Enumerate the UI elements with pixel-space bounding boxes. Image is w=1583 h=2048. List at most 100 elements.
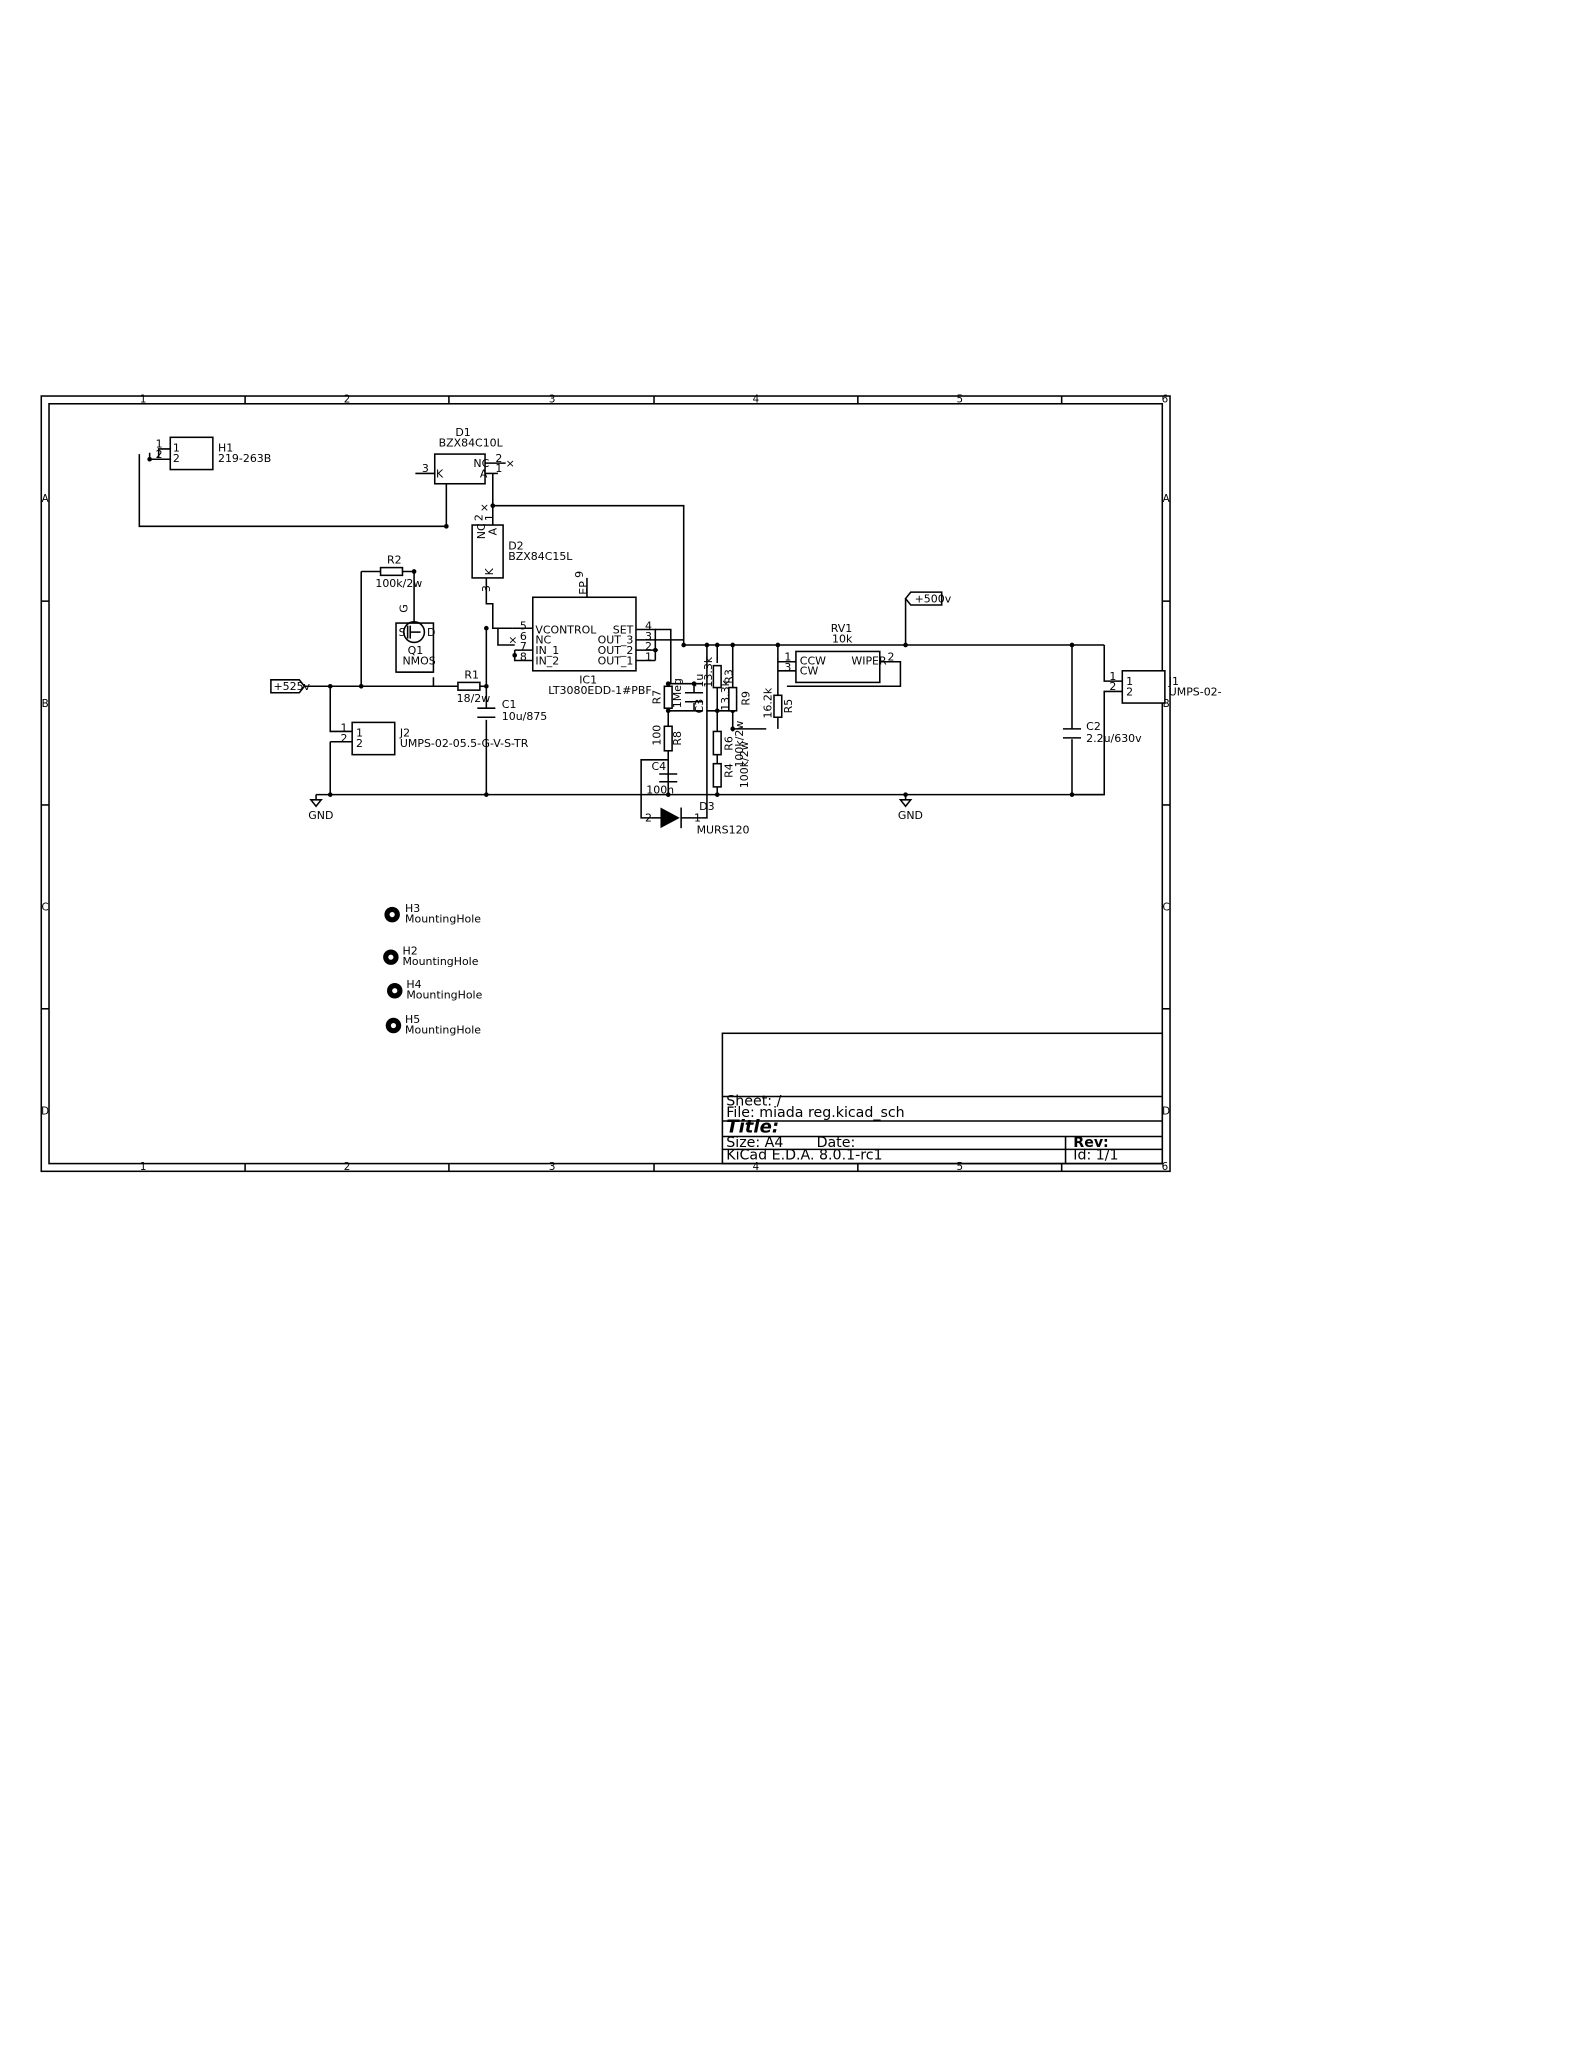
c1-capacitor[interactable]: C1 10u/875 [477,698,547,723]
r8-resistor[interactable]: 100 R8 [650,725,684,752]
ic1-value: LT3080EDD-1#PBF [548,684,651,697]
ic1-pin-num: 6 [520,630,527,643]
c3-capacitor[interactable]: C3 1u [684,674,706,714]
rv1-value: 10k [832,632,853,645]
r5-resistor[interactable]: 16.2k R5 [761,687,795,718]
r8-value: 100 [650,725,663,746]
col-label-top: 3 [549,393,556,405]
col-label-top: 5 [956,393,963,405]
r4-resistor[interactable]: R4 100k/2w [712,741,751,788]
c2-ref: C2 [1086,720,1101,733]
h1-pin2-name: 2 [173,452,180,465]
j2-connector[interactable]: 1 2 1 2 J2 UMPS-02-05.5-G-V-S-TR [341,721,529,756]
c4-value: 100n [646,783,674,796]
mounting-hole-h2[interactable]: H2 MountingHole [383,945,479,968]
q1-pin-s: S [399,626,406,639]
net-label-500v-text: +500v [915,592,952,605]
h3-value: MountingHole [405,912,481,925]
ic1-pin-name: NC [535,634,551,647]
r8-ref: R8 [671,731,684,746]
no-connect-mark: × [508,634,517,647]
r1-resistor[interactable]: R1 18/2w [457,669,491,705]
mounting-hole-h3[interactable]: H3 MountingHole [384,902,481,925]
h1-pin1-name: 1 [173,442,180,455]
r6-value: 100k/2w [733,721,746,768]
h2-ref: H2 [402,945,417,958]
d2-pin2-num: 2 [472,514,485,521]
d2-ref: D2 [508,540,523,553]
j1-value: UMPS-02- [1169,685,1222,698]
d1-zener[interactable]: D1 BZX84C10L NC K A 3 2 1 × [422,426,515,485]
junction-dots [147,456,1075,797]
title-block-id: Id: 1/1 [1073,1148,1118,1164]
row-label-left: D [41,1106,49,1118]
rv1-pin3-num: 3 [784,661,791,674]
ic1-pin-num: 5 [520,620,527,633]
h4-ref: H4 [406,978,421,991]
c2-value: 2.2u/630v [1086,732,1142,745]
col-label-top: 1 [140,393,147,405]
r3-resistor[interactable]: 13.3k R3 [702,656,736,689]
mounting-hole-h4[interactable]: H4 MountingHole [387,978,483,1001]
net-label-525v[interactable]: +525v [270,679,311,694]
d3-ref: D3 [699,800,714,813]
j2-pin2-name: 2 [356,737,363,750]
title-block-tool: KiCad E.D.A. 8.0.1-rc1 [726,1148,882,1164]
r6-ref: R6 [723,736,736,751]
rv1-pin1-num: 1 [784,650,791,663]
q1-nmos[interactable]: G S D Q1 NMOS [395,604,436,673]
c3-ref: C3 [693,699,706,714]
h3-ref: H3 [405,902,420,915]
h2-value: MountingHole [402,955,478,968]
ic1-pin-name: IN_1 [535,644,559,657]
gnd-symbol: GND [898,794,923,822]
r6-resistor[interactable]: R6 100k/2w [712,721,746,768]
d1-pin2-num: 2 [495,452,502,465]
rv1-potentiometer[interactable]: RV1 10k CCW CW WIPER 1 3 2 [784,622,895,684]
ic1-regulator[interactable]: EP 9 VCONTROL NC IN_1 IN_2 5 6 7 8 SET O… [508,571,652,697]
ic1-pin-name: OUT_3 [598,634,634,647]
d3-value: MURS120 [697,823,750,836]
c4-capacitor[interactable]: C4 100n [646,760,678,796]
rv1-pin2-num: 2 [888,650,895,663]
d2-value: BZX84C15L [508,550,573,563]
d2-pin-k: K [483,567,496,575]
title-block-title: Title: [726,1117,779,1138]
j1-connector[interactable]: 1 2 1 2 J1 UMPS-02- [1109,670,1222,704]
row-label-right: A [1163,493,1170,505]
rv1-pin-ccw: CCW [800,654,826,667]
ic1-pin-name: SET [613,623,634,636]
title-block-size: Size: A4 [726,1135,783,1151]
c1-ref: C1 [502,698,517,711]
col-label-bottom: 2 [344,1161,351,1173]
h1-value: 219-263B [218,452,271,465]
rv1-pin-wiper: WIPER [851,654,887,667]
d1-pin-a: A [480,467,488,480]
gnd-label: GND [308,809,333,822]
c2-capacitor[interactable]: C2 2.2u/630v [1062,720,1142,745]
j2-value: UMPS-02-05.5-G-V-S-TR [400,737,529,750]
h1-connector[interactable]: 1 2 1 2 H1 219-263B [156,436,272,471]
title-block: Sheet: / File: miada reg.kicad_sch Title… [721,1032,1164,1165]
col-label-top: 4 [753,393,760,405]
ic1-pin-name: OUT_2 [598,644,634,657]
ic1-ep-num: 9 [573,571,586,578]
d3-diode[interactable]: 2 1 D3 MURS120 [645,800,750,836]
rv1-ref: RV1 [831,622,852,635]
ic1-pin-num: 8 [520,650,527,663]
ic1-pin-name: OUT_1 [598,654,634,667]
gnd-symbol: GND [308,794,333,822]
r2-resistor[interactable]: R2 100k/2w [375,554,422,590]
net-label-500v[interactable]: +500v [904,591,952,606]
r3-value: 13.3k [702,656,715,687]
ic1-pin-ep: EP [577,581,590,595]
r1-ref: R1 [464,669,479,682]
r9-resistor[interactable]: 13.3k R9 [719,679,753,712]
d2-zener[interactable]: D2 BZX84C15L NC A K 2 1 3 × [471,501,573,592]
c1-value: 10u/875 [502,710,548,723]
r7-resistor[interactable]: R7 1Meg [650,678,684,709]
mounting-hole-h5[interactable]: H5 MountingHole [385,1013,482,1036]
gnd-label: GND [898,809,923,822]
h5-value: MountingHole [405,1023,481,1036]
